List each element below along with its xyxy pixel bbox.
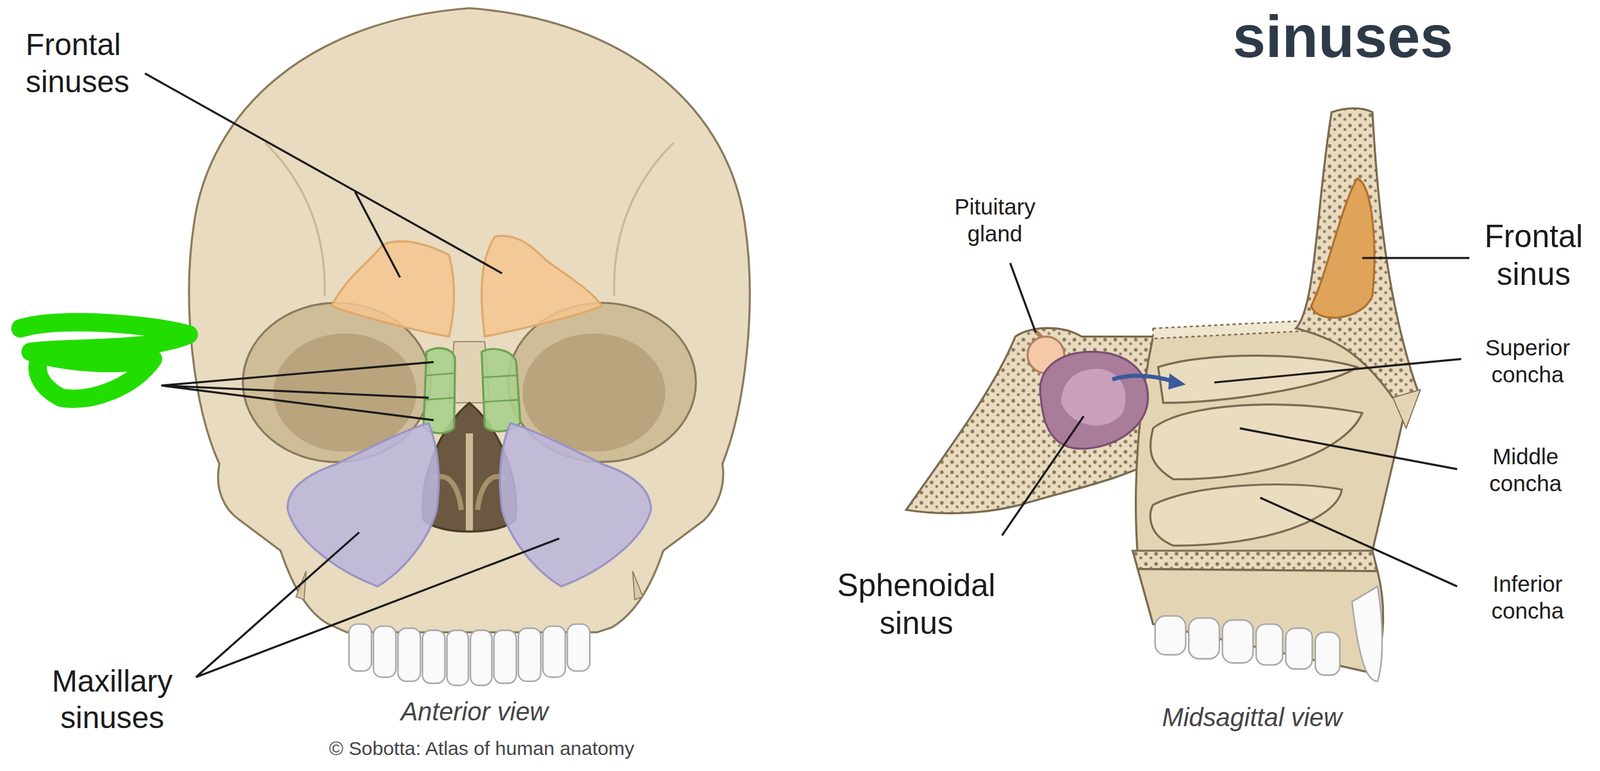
leader-line: [1260, 497, 1458, 587]
tooth: [1222, 620, 1254, 664]
tooth: [1155, 616, 1187, 656]
tooth: [373, 626, 396, 678]
copyright-note: © Sobotta: Atlas of human anatomy: [328, 737, 634, 761]
alveolar-bone: [1138, 569, 1384, 674]
drainage-arrow: [1112, 376, 1174, 382]
view-caption: Midsagittal view: [1162, 702, 1343, 734]
leader-line: [1214, 359, 1461, 384]
ethmoid-septa: [482, 375, 520, 402]
sphenoid-bone: [906, 328, 1163, 514]
ethmoid-septa: [425, 373, 455, 400]
ethmoid-cells: [481, 349, 521, 432]
leader-line: [196, 532, 560, 678]
leader-line: [1002, 416, 1084, 536]
tooth: [1286, 628, 1313, 670]
structure-label: Frontal sinuses: [25, 26, 130, 100]
leader-line: [144, 73, 502, 274]
green-scribble: [20, 322, 190, 399]
structure-label: Superior concha: [1485, 334, 1570, 389]
nasal-septum: [465, 433, 473, 531]
structure-label: Pituitary gland: [954, 193, 1036, 248]
leader-line: [161, 362, 434, 421]
cribriform-plate: [1152, 320, 1317, 339]
leader-lines: [1002, 258, 1470, 587]
leader-line: [1362, 256, 1470, 259]
frontal-sinus-shape: [481, 235, 603, 337]
frontal-sinus-shape: [1311, 178, 1375, 318]
skull-anterior: [189, 8, 750, 686]
orbit-depth: [522, 333, 666, 453]
tooth: [1315, 632, 1340, 676]
tooth: [470, 630, 492, 686]
leader-line: [1239, 428, 1458, 470]
tooth: [518, 628, 541, 682]
tooth: [1255, 624, 1283, 666]
nasal-bone: [1393, 389, 1421, 429]
leader-line: [354, 191, 400, 278]
frontal-sinus-shape: [331, 241, 455, 338]
hard-palate: [1132, 551, 1378, 572]
view-caption: Anterior view: [400, 697, 548, 728]
tooth: [349, 624, 372, 672]
leader-line: [1010, 263, 1037, 333]
frontal-bone: [1295, 108, 1419, 398]
upper-teeth: [349, 624, 591, 687]
tooth: [397, 628, 421, 682]
structure-label: Sphenoidal sinus: [837, 566, 996, 643]
tooth: [447, 630, 469, 686]
inferior-concha-shape: [1150, 484, 1342, 546]
drainage-arrowhead: [1168, 373, 1186, 390]
middle-concha-shape: [1150, 404, 1363, 480]
upper-teeth: [1155, 586, 1383, 682]
tooth: [542, 626, 566, 678]
maxillary-sinus-shape: [287, 423, 439, 587]
structure-label: Maxillary sinuses: [51, 663, 173, 737]
sphenoidal-sinus-shape: [1039, 351, 1148, 449]
structure-label: Frontal sinus: [1484, 217, 1584, 293]
structure-label: Inferior concha: [1491, 570, 1564, 625]
bone-suture: [265, 142, 674, 297]
tooth: [422, 630, 445, 684]
maxillary-sinus-shape: [499, 423, 652, 587]
tooth: [1188, 618, 1220, 660]
styloid-process: [296, 571, 643, 601]
tooth: [567, 624, 590, 672]
diagram-title: sinuses: [1232, 1, 1454, 73]
nasal-concha: [433, 476, 505, 511]
cranium-outline: [189, 8, 750, 634]
leader-lines: [144, 73, 560, 678]
structure-label: Middle concha: [1489, 443, 1562, 498]
incisor: [1352, 586, 1383, 682]
tooth: [494, 630, 517, 684]
